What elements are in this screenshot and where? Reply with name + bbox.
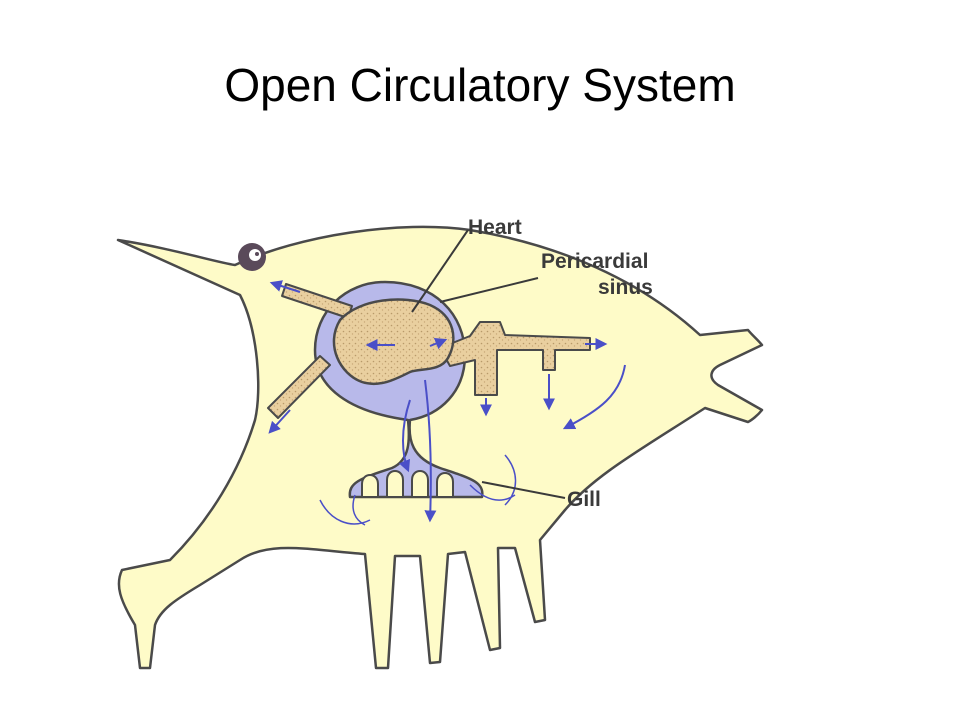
eye-icon [238, 243, 266, 271]
heart [332, 298, 455, 386]
vessels [267, 283, 591, 419]
return-flow-lines [319, 454, 517, 526]
slide-title: Open Circulatory System [224, 59, 736, 111]
leader-lines [411, 229, 566, 499]
label-heart: Heart [468, 216, 522, 239]
label-sinus: sinus [598, 276, 653, 299]
label-pericardial: Pericardial [541, 250, 648, 273]
gill-structure [361, 470, 454, 498]
label-gill: Gill [567, 488, 601, 511]
flow-arrows [268, 280, 626, 523]
animal-body [116, 225, 764, 670]
